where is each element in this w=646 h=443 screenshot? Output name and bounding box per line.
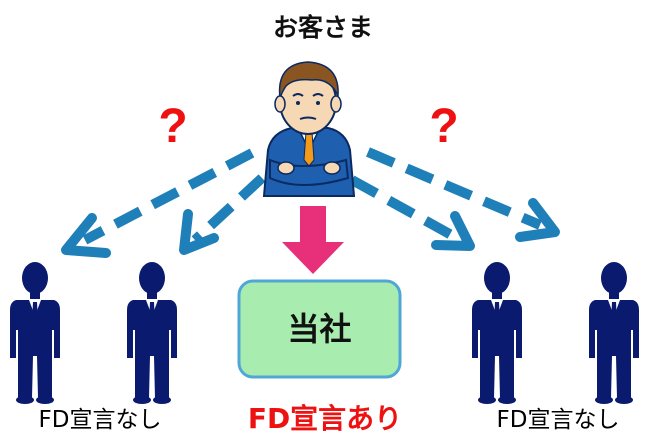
dashed-arrowheads bbox=[61, 198, 560, 258]
competitors-left-label: FD宣言なし bbox=[38, 407, 162, 433]
company-box bbox=[237, 279, 402, 379]
question-mark-left: ? bbox=[158, 100, 187, 153]
main-arrow-icon bbox=[282, 206, 344, 274]
arrow-to-left-near bbox=[191, 174, 266, 244]
dashed-arrows bbox=[82, 147, 542, 245]
arrow-to-left-far bbox=[82, 148, 255, 245]
competitor-silhouette-icon bbox=[10, 262, 60, 404]
arrowhead-right-near bbox=[431, 211, 475, 251]
company-label: 当社 bbox=[287, 310, 352, 348]
customer-label: お客さま bbox=[272, 13, 373, 42]
company-status-label: FD宣言あり bbox=[247, 402, 403, 435]
arrowhead-right-far bbox=[515, 198, 560, 242]
arrow-to-right-near bbox=[349, 175, 458, 242]
arrowhead-left-near bbox=[179, 209, 219, 255]
competitor-silhouette-icon bbox=[589, 262, 639, 404]
customer-businessman-icon bbox=[262, 61, 356, 197]
competitors-right-label: FD宣言なし bbox=[496, 407, 620, 433]
question-mark-right: ? bbox=[429, 100, 458, 153]
competitor-silhouette-icon bbox=[472, 262, 522, 404]
arrowhead-left-far bbox=[61, 213, 111, 258]
competitor-silhouette-icon bbox=[127, 262, 177, 404]
arrow-to-right-far bbox=[366, 147, 542, 230]
